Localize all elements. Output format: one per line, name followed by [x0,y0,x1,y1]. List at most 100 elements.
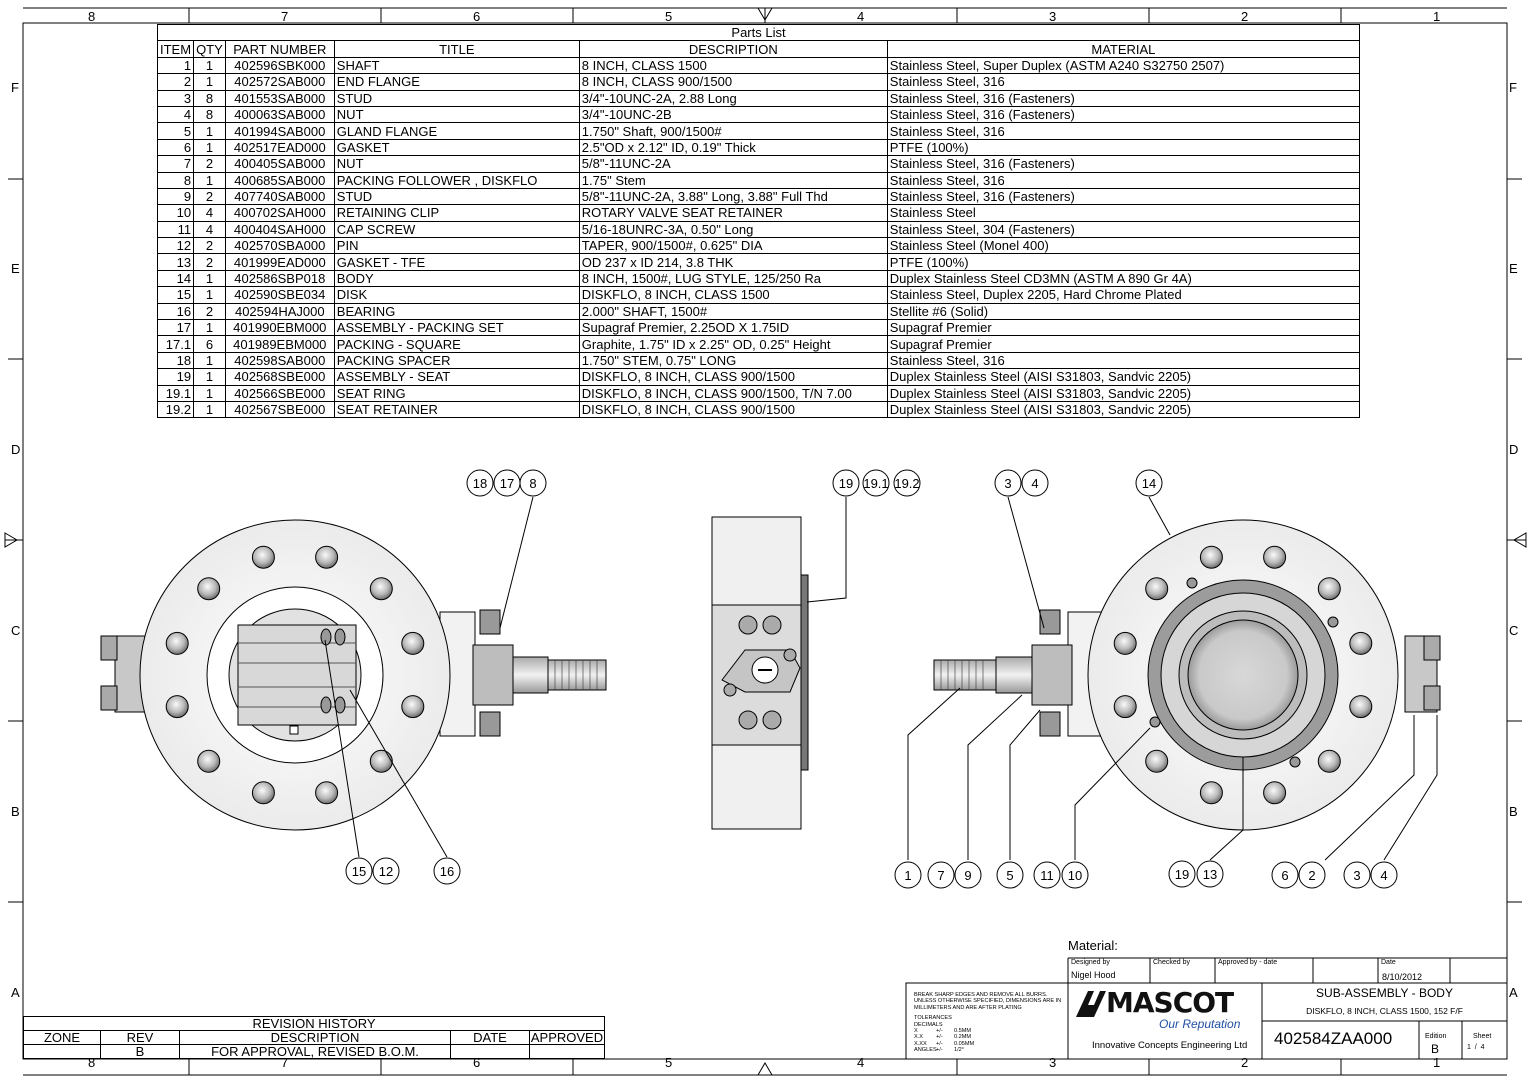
logo-mark-icon [1076,991,1106,1017]
rev-header-date: DATE [450,1030,530,1045]
column-zone-label: 5 [665,1055,673,1070]
sheet-label: Sheet [1473,1033,1492,1040]
parts-cell-title: GASKET - TFE [333,253,580,271]
tolerances-title: TOLERANCES [914,1015,952,1022]
parts-cell-description: DISKFLO, 8 INCH, CLASS 1500 [578,286,888,304]
bolt-hole [315,781,339,805]
bolt-hole [165,695,189,719]
row-zone-label: D [11,442,21,457]
balloon-number: 10 [1068,868,1082,883]
parts-cell-material: Duplex Stainless Steel (AISI S31803, San… [886,400,1361,419]
parts-cell-item: 8 [156,171,195,189]
parts-cell-qty: 1 [193,138,226,157]
parts-cell-item: 10 [156,204,195,222]
parts-cell-qty: 1 [193,171,226,189]
parts-cell-qty: 1 [193,319,226,337]
bolt-hole [1145,749,1169,773]
balloon-number: 19 [839,476,853,491]
row-zone-label: F [1509,80,1517,95]
note-line: BREAK SHARP EDGES AND REMOVE ALL BURRS. [914,992,1048,998]
item-balloon: 2 [1298,861,1326,889]
balloon-number: 3 [1004,476,1011,491]
parts-cell-title: RETAINING CLIP [333,204,580,222]
header-qty: QTY [193,40,226,58]
parts-cell-title: PIN [333,237,580,255]
parts-cell-qty: 1 [193,269,226,288]
balloon-number: 16 [440,864,454,879]
balloon-number: 17 [500,476,514,491]
balloon-number: 5 [1006,868,1013,883]
bolt-hole [1113,631,1137,655]
parts-cell-qty: 2 [193,253,226,271]
sheet-value: 1 / 4 [1467,1044,1485,1051]
parts-cell-part-number: 402517EAD000 [224,138,335,157]
parts-cell-title: END FLANGE [333,73,580,91]
balloon-number: 14 [1142,476,1156,491]
parts-list-table: Parts List ITEM QTY PART NUMBER TITLE DE… [156,23,1361,419]
parts-cell-qty: 4 [193,204,226,222]
parts-cell-part-number: 402566SBE000 [224,384,335,402]
parts-cell-qty: 6 [193,335,226,353]
rev-zone [23,1044,101,1059]
note-line: UNLESS OTHERWISE SPECIFIED, DIMENSIONS A… [914,998,1062,1005]
parts-cell-description: 8 INCH, CLASS 900/1500 [578,73,888,91]
parts-cell-title: CAP SCREW [333,220,580,239]
column-zone-label: 4 [857,1055,865,1070]
designed-by-value: Nigel Hood [1071,970,1116,980]
parts-cell-material: Stainless Steel, 316 (Fasteners) [886,155,1361,173]
parts-cell-material: PTFE (100%) [886,138,1361,157]
parts-cell-qty: 1 [193,384,226,402]
drawing-title: SUB-ASSEMBLY - BODY [1316,986,1453,1000]
parts-cell-item: 14 [156,269,195,288]
revision-row: B FOR APPROVAL, REVISED B.O.M. [23,1044,605,1059]
parts-cell-description: TAPER, 900/1500#, 0.625" DIA [578,237,888,255]
column-zone-label: 3 [1049,9,1057,24]
balloon-number: 15 [352,864,366,879]
parts-cell-part-number: 400702SAH000 [224,204,335,222]
item-balloon: 18 [466,469,494,497]
balloon-number: 18 [473,476,487,491]
tolerance-cell: +/- [936,1034,943,1041]
parts-cell-title: GASKET [333,138,580,157]
parts-cell-qty: 4 [193,220,226,239]
item-balloon: 15 [345,857,373,885]
parts-cell-qty: 1 [193,400,226,419]
bolt-hole [1349,695,1373,719]
balloon-number: 13 [1203,867,1217,882]
parts-cell-qty: 1 [193,122,226,140]
parts-cell-material: Duplex Stainless Steel CD3MN (ASTM A 890… [886,269,1361,288]
column-zone-label: 5 [665,9,673,24]
column-zone-label: 1 [1433,1055,1441,1070]
parts-cell-item: 19.1 [156,384,195,402]
note-line: MILLIMETERS AND ARE AFTER PLATING [914,1004,1022,1011]
parts-cell-description: 8 INCH, CLASS 1500 [578,56,888,75]
approved-by-label: Approved by - date [1218,959,1278,966]
company-name: Innovative Concepts Engineering Ltd [1092,1040,1248,1051]
bolt-hole [1317,749,1341,773]
bolt-hole [1263,781,1287,805]
parts-cell-part-number: 402572SAB000 [224,73,335,91]
balloon-number: 4 [1031,476,1038,491]
bolt-hole [401,631,425,655]
parts-cell-material: Duplex Stainless Steel (AISI S31803, San… [886,368,1361,386]
parts-cell-qty: 2 [193,302,226,321]
column-zone-label: 7 [281,1055,289,1070]
rev-header-zone: ZONE [23,1030,101,1045]
date-value: 8/10/2012 [1382,972,1423,982]
item-balloon: 9 [954,861,982,889]
parts-cell-description: 1.750" Shaft, 900/1500# [578,122,888,140]
header-title: TITLE [333,40,580,58]
balloon-number: 9 [964,868,971,883]
header-description: DESCRIPTION [578,40,888,58]
parts-cell-title: STUD [333,89,580,107]
